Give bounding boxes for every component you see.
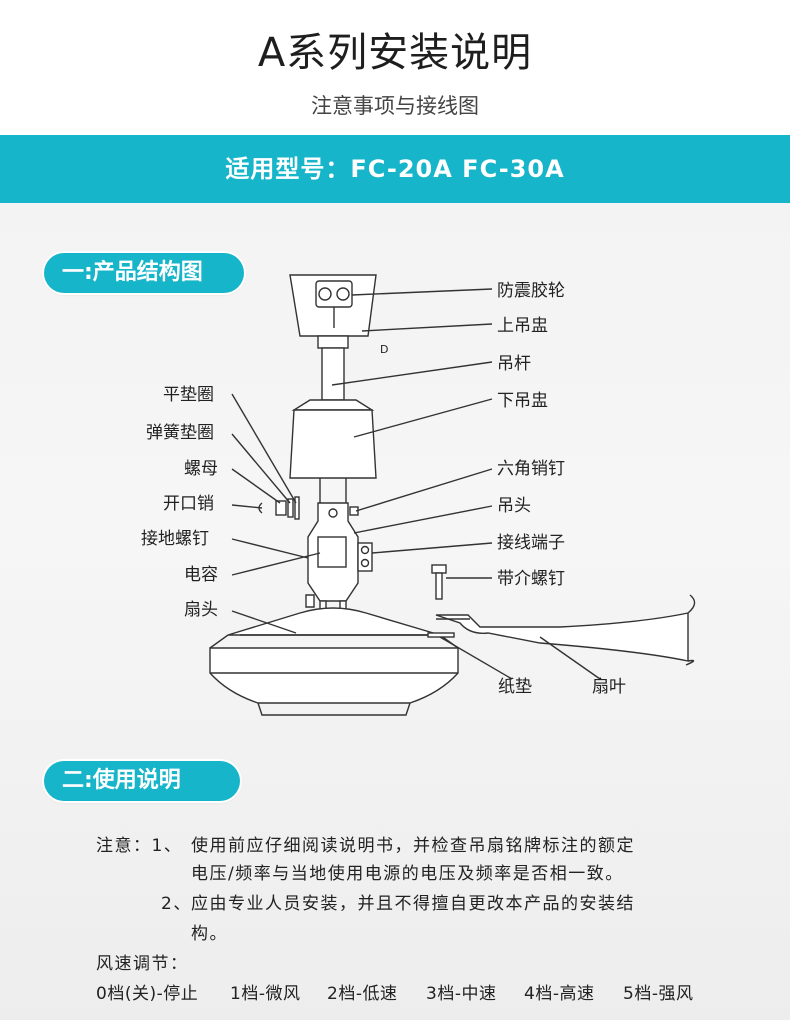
- capacitor: [317, 536, 347, 568]
- label-flat-washer: 平垫圈: [163, 385, 214, 405]
- content-area: 一:产品结构图: [0, 203, 790, 1020]
- page-title: A系列安装说明: [257, 30, 533, 76]
- page-subtitle: 注意事项与接线图: [311, 94, 479, 118]
- label-spring-washer: 弹簧垫圈: [146, 423, 214, 443]
- label-down-rod: 吊杆: [497, 354, 531, 374]
- label-ground-screw: 接地螺钉: [141, 529, 209, 549]
- section1-title: 一:产品结构图: [44, 253, 244, 293]
- lower-canopy: [289, 409, 377, 479]
- speed-3: 3档-中速: [426, 984, 497, 1004]
- speed-2: 2档-低速: [327, 984, 398, 1004]
- label-paper-gasket: 纸垫: [498, 677, 532, 697]
- small-mark-text: D: [380, 343, 388, 356]
- label-motor-head: 扇头: [184, 600, 218, 620]
- header: A系列安装说明 注意事项与接线图: [0, 0, 790, 135]
- label-nut: 螺母: [184, 459, 218, 479]
- label-hanger: 吊头: [497, 496, 531, 516]
- motor-housing: [209, 647, 459, 704]
- label-hex-pin: 六角销钉: [497, 459, 565, 479]
- structure-diagram: D 防震胶轮 上吊盅 吊杆 下吊盅 六角销钉 吊头 接线端子 带介螺钉 平垫圈 …: [141, 274, 696, 716]
- note2-number: 2、: [161, 894, 192, 914]
- paper-gasket: [427, 632, 455, 638]
- model-banner: 适用型号：FC-20A FC-30A: [0, 135, 790, 203]
- note1-line2: 电压/频率与当地使用电源的电压及频率是否相一致。: [191, 864, 624, 884]
- note1-line1: 使用前应仔细阅读说明书，并检查吊扇铭牌标注的额定: [191, 836, 635, 856]
- label-terminal: 接线端子: [497, 533, 565, 553]
- down-rod: [321, 347, 345, 401]
- label-fan-blade: 扇叶: [592, 677, 626, 697]
- label-capacitor: 电容: [184, 565, 218, 585]
- speed-1: 1档-微风: [230, 984, 301, 1004]
- speed-0: 0档(关)-停止: [96, 984, 199, 1004]
- speed-4: 4档-高速: [524, 984, 595, 1004]
- label-bolt: 带介螺钉: [497, 569, 565, 589]
- label-lower-canopy: 下吊盅: [497, 391, 548, 411]
- rubber-wheel: [315, 280, 353, 308]
- fan-blade: [435, 612, 689, 662]
- note2-line2: 构。: [191, 924, 228, 944]
- note-prefix: 注意：1、: [96, 836, 183, 856]
- section2-title: 二:使用说明: [44, 761, 240, 801]
- speed-title: 风速调节：: [96, 954, 189, 974]
- bolt: [431, 564, 447, 574]
- motor-top: [227, 607, 441, 636]
- label-cotter-pin: 开口销: [163, 494, 214, 514]
- label-upper-canopy: 上吊盅: [497, 316, 548, 336]
- note2-line1: 应由专业人员安装，并且不得擅自更改本产品的安装结: [191, 894, 635, 914]
- speed-5: 5档-强风: [623, 984, 694, 1004]
- label-rubber-wheel: 防震胶轮: [497, 281, 565, 301]
